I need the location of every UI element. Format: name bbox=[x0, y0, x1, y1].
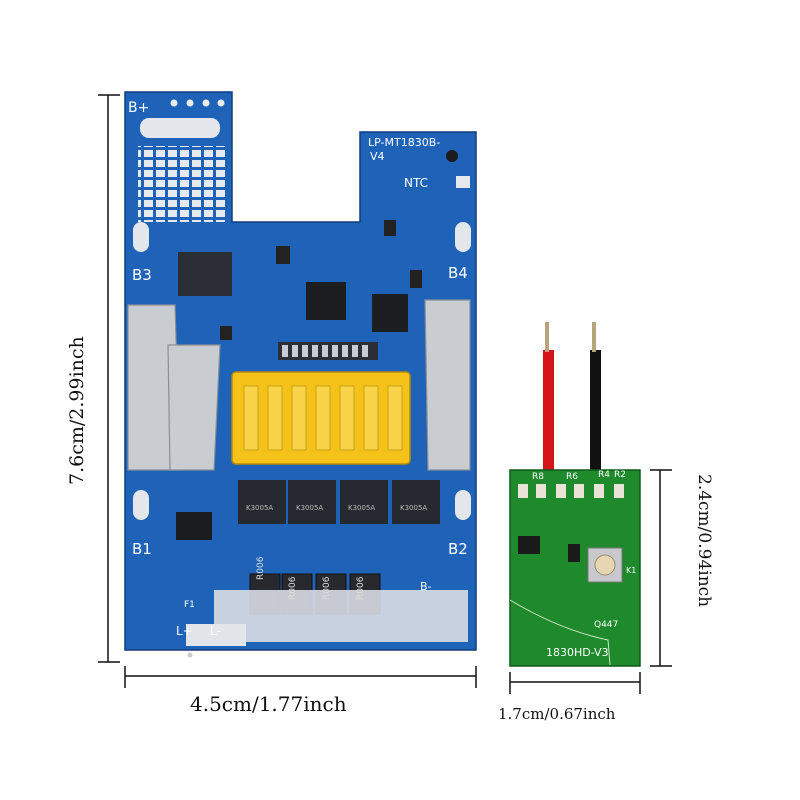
small-height-label: 2.4cm/0.94inch bbox=[694, 474, 714, 608]
label-f1: F1 bbox=[184, 600, 195, 610]
shunt-resistor-3: R006 bbox=[322, 576, 332, 600]
label-l-minus: L- bbox=[210, 624, 221, 638]
label-version: V4 bbox=[370, 150, 385, 163]
label-l-plus: L+ bbox=[176, 624, 193, 638]
label-b1: B1 bbox=[132, 540, 152, 558]
small-label-r6: R6 bbox=[566, 472, 578, 482]
label-ntc: NTC bbox=[404, 176, 428, 190]
label-b2: B2 bbox=[448, 540, 468, 558]
small-width-label: 1.7cm/0.67inch bbox=[498, 705, 616, 723]
shunt-resistor-2: R006 bbox=[288, 576, 298, 600]
main-width-label: 4.5cm/1.77inch bbox=[190, 692, 347, 716]
label-model: LP-MT1830B- bbox=[368, 136, 441, 149]
small-label-k1: K1 bbox=[626, 566, 637, 575]
small-label-model: 1830HD-V3 bbox=[546, 646, 609, 659]
mosfet-3: K3005A bbox=[348, 504, 376, 512]
small-label-r8: R8 bbox=[532, 472, 544, 482]
shunt-resistor-1: R006 bbox=[256, 556, 266, 580]
label-b-minus: B- bbox=[420, 580, 432, 593]
mosfet-1: K3005A bbox=[246, 504, 274, 512]
mosfet-4: K3005A bbox=[400, 504, 428, 512]
small-label-code: Q447 bbox=[594, 620, 619, 630]
small-label-r2: R2 bbox=[614, 470, 626, 480]
main-height-label: 7.6cm/2.99inch bbox=[66, 336, 88, 485]
label-b3: B3 bbox=[132, 266, 152, 284]
label-b-plus: B+ bbox=[128, 100, 150, 116]
small-label-r4: R4 bbox=[598, 470, 610, 480]
label-b4: B4 bbox=[448, 264, 468, 282]
shunt-resistor-4: R006 bbox=[356, 576, 366, 600]
mosfet-2: K3005A bbox=[296, 504, 324, 512]
